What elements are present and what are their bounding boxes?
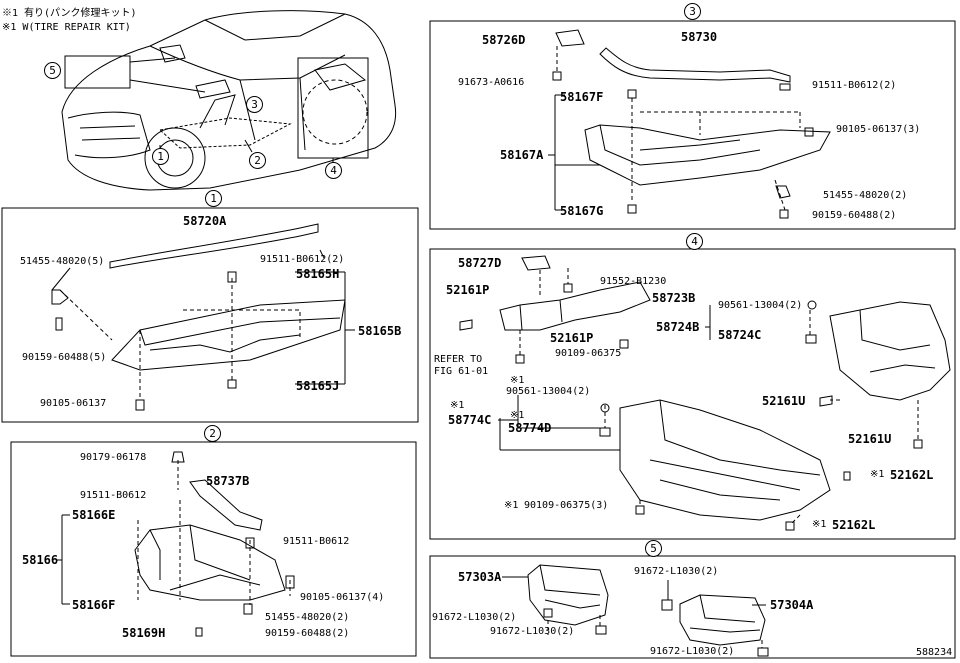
part-91511-B0612-a[interactable]: 91511-B0612 [80,490,147,501]
part-52161U-a[interactable]: 52161U [762,394,806,408]
panel-1-frame [1,207,419,423]
part-58774C[interactable]: 58774C [448,413,492,427]
part-58774D[interactable]: 58774D [508,421,552,435]
tire-kit-mark-2: ※1 [450,400,465,411]
part-90159-60488-x2[interactable]: 90159-60488(2) [812,210,897,221]
part-91672-L1030-x2-a[interactable]: 91672-L1030(2) [634,566,719,577]
part-58166F[interactable]: 58166F [72,598,116,612]
part-90105-06137-x3[interactable]: 90105-06137(3) [836,124,921,135]
overview-callout-1[interactable]: 1 [152,148,169,165]
sheet-code: 588234 [916,647,953,658]
panel-5-number: 5 [645,540,662,557]
part-91552-B1230[interactable]: 91552-B1230 [600,276,667,287]
vehicle-overview-drawing [61,10,397,191]
part-57303A[interactable]: 57303A [458,570,502,584]
part-58167G[interactable]: 58167G [560,204,604,218]
part-58165H[interactable]: 58165H [296,267,340,281]
part-58169H[interactable]: 58169H [122,626,166,640]
part-58730[interactable]: 58730 [681,30,718,44]
note-jp: ※1 有り(パンク修理キット) [2,8,137,19]
part-91511-B0612-b[interactable]: 91511-B0612 [283,536,350,547]
part-91511-B0612-x2[interactable]: 91511-B0612(2) [260,254,345,265]
panel-3-frame [429,20,956,230]
tire-kit-mark-3: ※1 [510,410,525,421]
part-91511-B0612-x2[interactable]: 91511-B0612(2) [812,80,897,91]
panel-3-drawing [548,29,831,219]
part-90561-13004-x2-a[interactable]: 90561-13004(2) [718,300,803,311]
part-90109-06375-x3[interactable]: 90109-06375(3) [524,500,609,511]
panel-2-drawing [56,451,295,637]
part-58720A[interactable]: 58720A [183,214,227,228]
overview-callout-4[interactable]: 4 [325,162,342,179]
panel-3-number: 3 [684,3,701,20]
refer-to-label: REFER TO [434,354,483,365]
part-58723B[interactable]: 58723B [652,291,696,305]
panel-2-frame [10,441,417,657]
part-58737B[interactable]: 58737B [206,474,250,488]
part-58724B[interactable]: 58724B [656,320,700,334]
part-58165B[interactable]: 58165B [358,324,402,338]
tire-kit-mark-6: ※1 [812,519,827,530]
part-57304A[interactable]: 57304A [770,598,814,612]
part-58724C[interactable]: 58724C [718,328,762,342]
panel-4-number: 4 [686,233,703,250]
part-58166E[interactable]: 58166E [72,508,116,522]
part-90105-06137[interactable]: 90105-06137 [40,398,107,409]
part-58727D[interactable]: 58727D [458,256,502,270]
part-58165J[interactable]: 58165J [296,379,340,393]
part-52161P-a[interactable]: 52161P [446,283,490,297]
part-91672-L1030-x2-b[interactable]: 91672-L1030(2) [432,612,517,623]
part-51455-48020-x2[interactable]: 51455-48020(2) [265,612,350,623]
fig-reference-link[interactable]: FIG 61-01 [434,366,489,377]
part-90159-60488-x2[interactable]: 90159-60488(2) [265,628,350,639]
part-90561-13004-x2-b[interactable]: 90561-13004(2) [506,386,591,397]
part-58167F[interactable]: 58167F [560,90,604,104]
part-58726D[interactable]: 58726D [482,33,526,47]
part-90109-06375[interactable]: 90109-06375 [555,348,622,359]
part-52162L-a[interactable]: 52162L [890,468,934,482]
part-52162L-b[interactable]: 52162L [832,518,876,532]
part-90179-06178[interactable]: 90179-06178 [80,452,147,463]
note-en: ※1 W(TIRE REPAIR KIT) [2,22,131,33]
panel-5-drawing [502,564,769,657]
tire-kit-mark-5: ※1 [504,500,519,511]
panel-4-drawing [459,255,951,531]
part-51455-48020-x2[interactable]: 51455-48020(2) [823,190,908,201]
panel-5-frame [429,555,956,659]
overview-callout-3[interactable]: 3 [246,96,263,113]
part-90159-60488-x5[interactable]: 90159-60488(5) [22,352,107,363]
part-91672-L1030-x2-d[interactable]: 91672-L1030(2) [650,646,735,657]
part-90105-06137-x4[interactable]: 90105-06137(4) [300,592,385,603]
part-51455-48020-x5[interactable]: 51455-48020(5) [20,256,105,267]
panel-1-number: 1 [205,190,222,207]
part-52161P-b[interactable]: 52161P [550,331,594,345]
part-52161U-b[interactable]: 52161U [848,432,892,446]
panel-2-number: 2 [204,425,221,442]
tire-kit-mark-4: ※1 [870,469,885,480]
part-58167A[interactable]: 58167A [500,148,544,162]
part-91672-L1030-x2-c[interactable]: 91672-L1030(2) [490,626,575,637]
overview-callout-2[interactable]: 2 [249,152,266,169]
overview-callout-5[interactable]: 5 [44,62,61,79]
tire-kit-mark: ※1 [510,375,525,386]
part-91673-A0616[interactable]: 91673-A0616 [458,77,525,88]
part-58166[interactable]: 58166 [22,553,59,567]
panel-1-drawing [51,223,355,411]
